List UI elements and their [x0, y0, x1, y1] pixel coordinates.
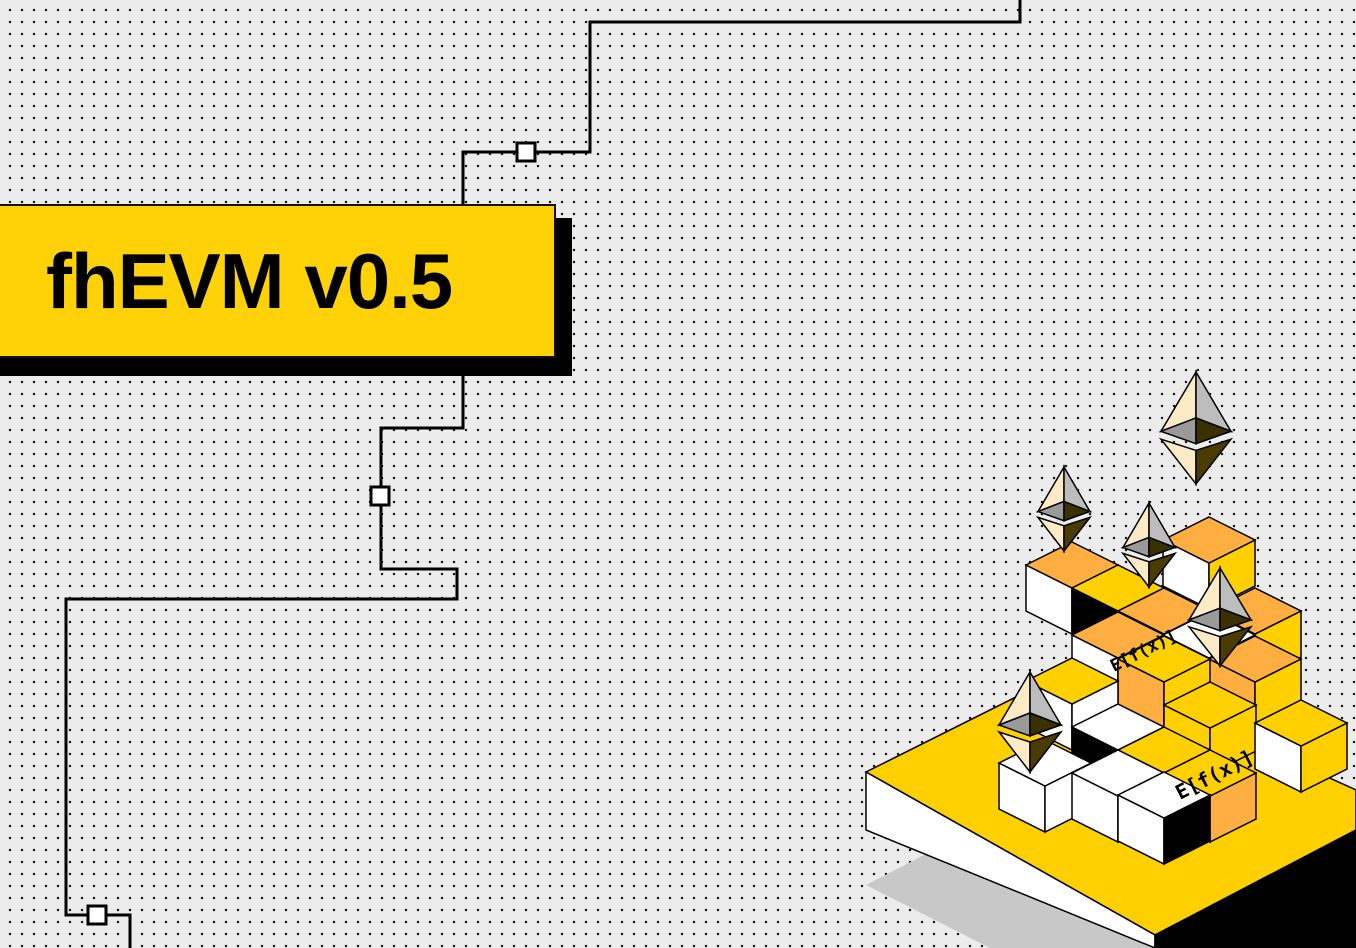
cube	[1253, 699, 1349, 794]
cube	[1116, 771, 1212, 866]
platform-right-side	[1154, 829, 1356, 948]
cube-top-face	[1070, 611, 1166, 659]
eth-middle-right	[1029, 711, 1064, 738]
eth-lower-left	[1035, 515, 1065, 554]
circuit-line-bottom	[64, 376, 465, 948]
ethereum-icon	[1035, 464, 1093, 554]
eth-lower-left	[1158, 437, 1197, 487]
page-title: fhEVM v0.5	[46, 236, 453, 325]
platform-shadow	[866, 852, 1160, 948]
eth-middle-right	[1063, 500, 1093, 522]
eth-middle-right	[1219, 607, 1254, 632]
circuit-node	[515, 141, 537, 163]
ethereum-icons	[996, 369, 1254, 775]
cube-top-face	[1024, 657, 1120, 705]
cube-top-face	[1162, 681, 1258, 729]
eth-lower-right	[1029, 730, 1064, 775]
circuit-line-top	[461, 0, 1022, 206]
cube-top-face	[1116, 635, 1212, 683]
title-banner: fhEVM v0.5	[0, 204, 556, 358]
eth-lower-right	[1219, 625, 1254, 669]
eth-lower-right	[1195, 437, 1234, 487]
cube-top-face	[1161, 516, 1257, 564]
cube-top-face	[1116, 771, 1212, 819]
eth-lower-right	[1148, 551, 1178, 590]
circuit-node	[369, 485, 391, 507]
ethereum-icon	[1120, 500, 1178, 590]
cube-top-face	[1253, 699, 1349, 747]
ethereum-icon	[996, 669, 1064, 775]
ethereum-icon	[1186, 565, 1254, 669]
eth-lower-right	[1063, 515, 1093, 554]
cube-stack	[997, 516, 1349, 866]
ethereum-icon	[1158, 369, 1234, 487]
circuit-node	[86, 904, 108, 926]
platform-left-side	[865, 770, 1156, 948]
eth-middle-right	[1148, 536, 1178, 558]
eth-middle-right	[1195, 416, 1234, 445]
